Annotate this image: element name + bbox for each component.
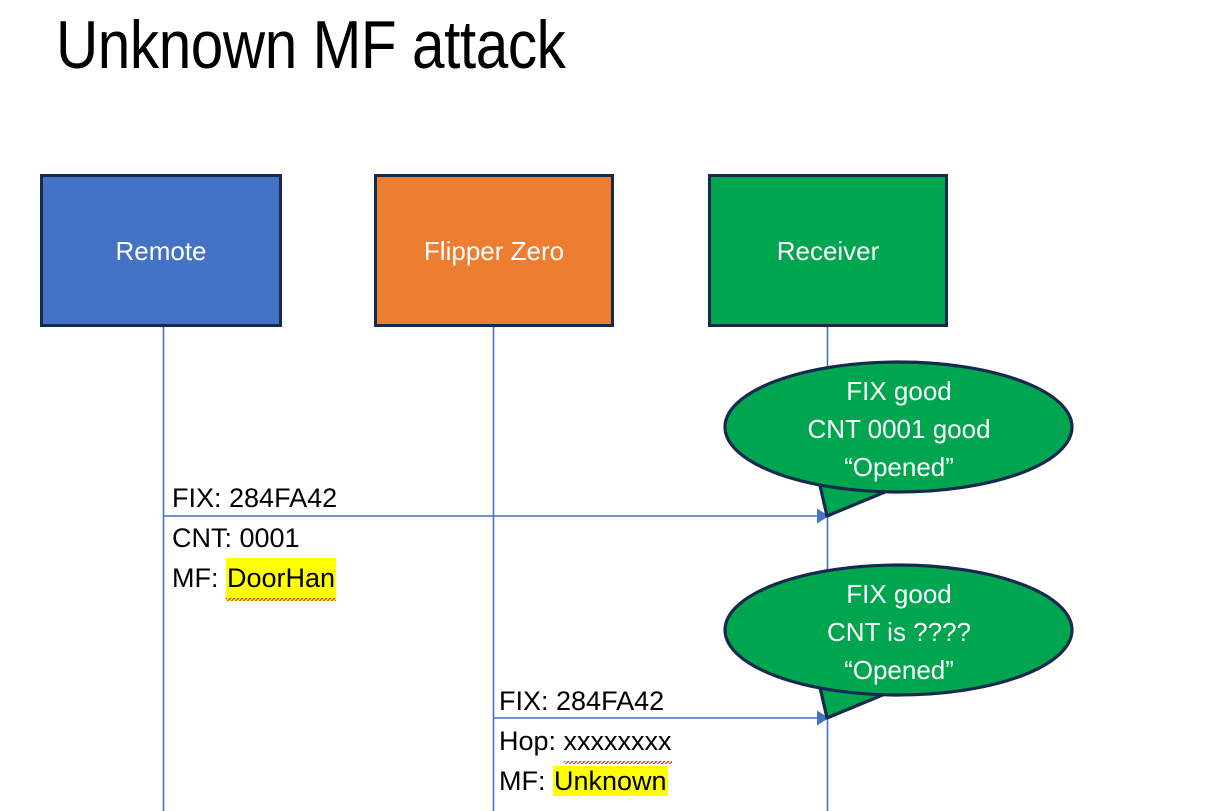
message-label-block-2: FIX: 284FA42 Hop: xxxxxxxx MF: Unknown xyxy=(499,681,672,801)
participant-box-flipper[interactable]: Flipper Zero xyxy=(374,174,614,327)
message-2-line-2: Hop: xxxxxxxx xyxy=(499,721,672,764)
message-1-line-1-value: 284FA42 xyxy=(229,483,338,513)
message-1-line-2: CNT: 0001 xyxy=(172,518,337,558)
message-2-line-3: MF: Unknown xyxy=(499,761,672,801)
message-2-line-1-value: 284FA42 xyxy=(556,686,665,716)
message-label-block-1: FIX: 284FA42 CNT: 0001 MF: DoorHan xyxy=(172,478,337,601)
message-1-line-3-value: DoorHan xyxy=(226,558,337,601)
message-2-line-1: FIX: 284FA42 xyxy=(499,681,672,721)
participant-box-remote[interactable]: Remote xyxy=(40,174,282,327)
message-2-line-2-prefix: Hop: xyxy=(499,726,564,756)
message-arrow-2 xyxy=(493,710,829,726)
message-1-line-1: FIX: 284FA42 xyxy=(172,478,337,518)
message-1-line-3-prefix: MF: xyxy=(172,563,226,593)
participant-label-remote: Remote xyxy=(115,235,207,266)
message-2-line-1-prefix: FIX: xyxy=(499,686,557,716)
participant-label-flipper: Flipper Zero xyxy=(423,235,565,266)
message-1-line-2-prefix: CNT: xyxy=(172,523,240,553)
participant-label-receiver: Receiver xyxy=(776,235,880,266)
message-1-line-2-value: 0001 xyxy=(239,523,300,553)
speech-bubble-2 xyxy=(723,563,1074,720)
message-arrow-1 xyxy=(163,508,829,524)
page-title: Unknown MF attack xyxy=(56,7,566,83)
message-2-line-3-value: Unknown xyxy=(553,766,668,796)
speech-bubble-1 xyxy=(723,360,1074,518)
message-1-line-3: MF: DoorHan xyxy=(172,558,337,601)
participant-box-receiver[interactable]: Receiver xyxy=(708,174,948,327)
message-2-line-3-prefix: MF: xyxy=(499,766,553,796)
message-1-line-1-prefix: FIX: xyxy=(172,483,230,513)
message-2-line-2-value: xxxxxxxx xyxy=(563,721,672,764)
